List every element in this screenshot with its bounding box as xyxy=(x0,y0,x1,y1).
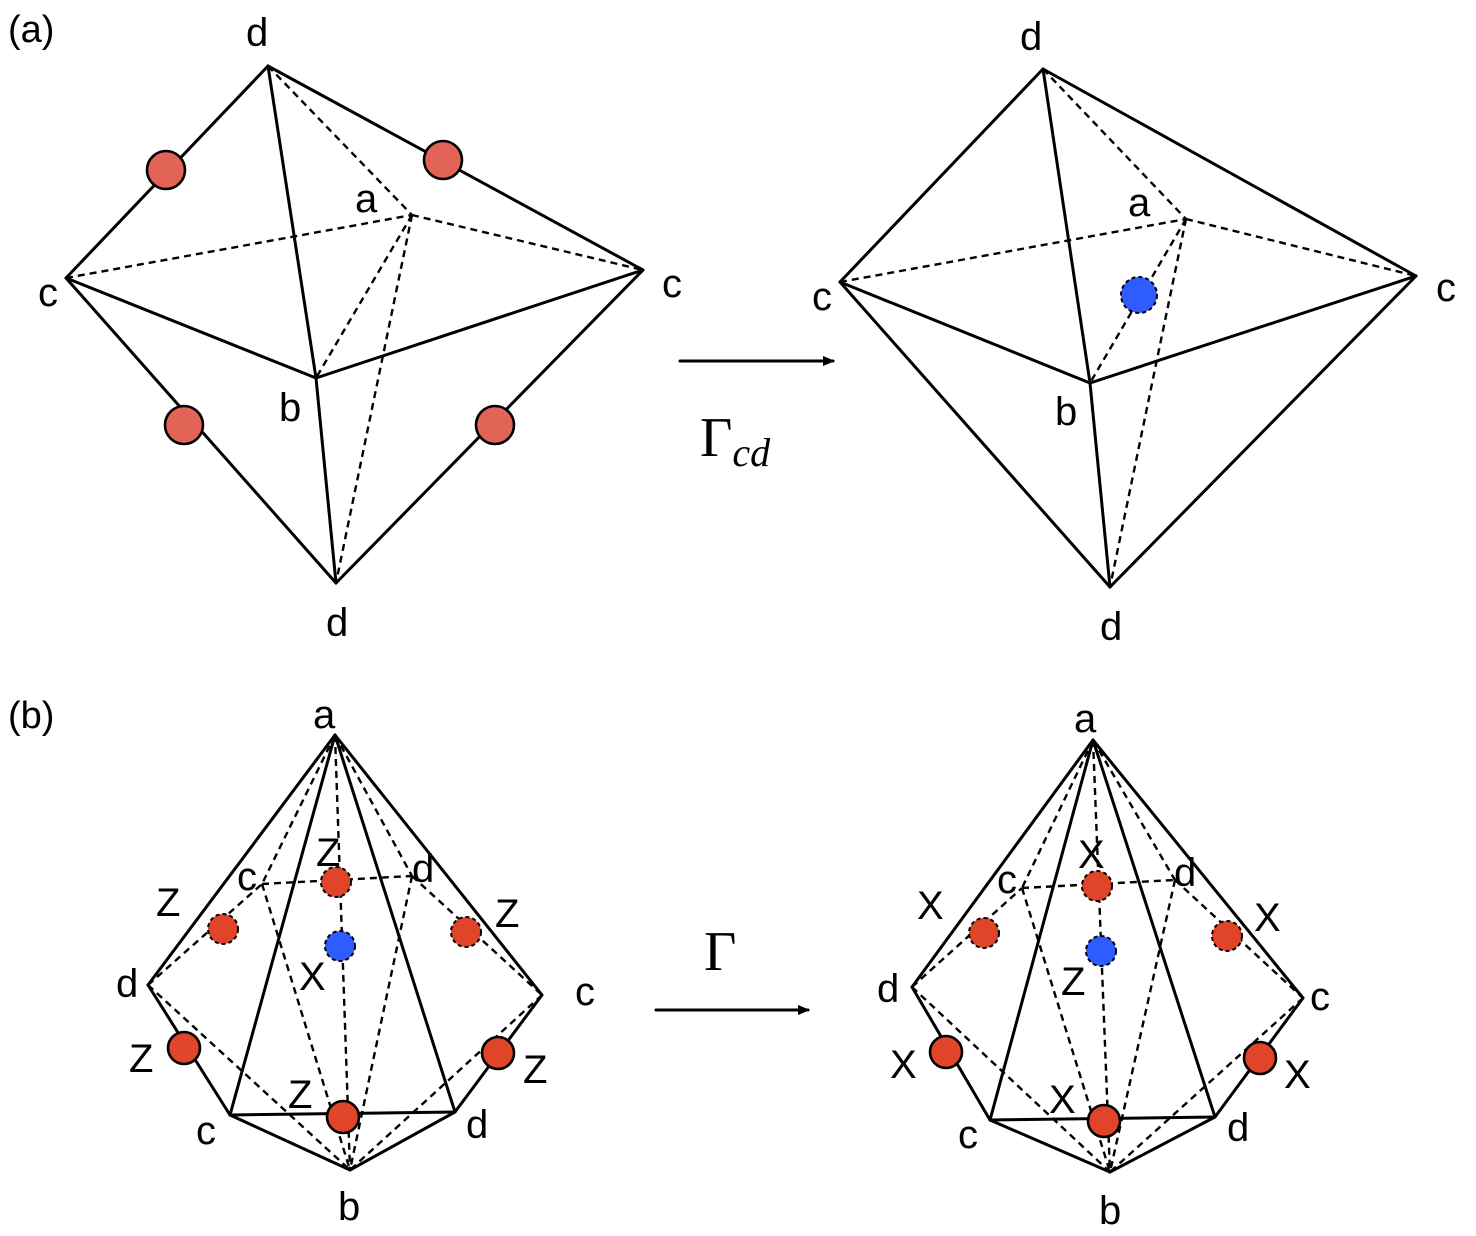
vertex-label-b: b xyxy=(1055,390,1077,434)
site-label: X xyxy=(1078,833,1105,877)
red-site xyxy=(474,404,516,446)
hidden-edges xyxy=(147,734,543,1171)
site-label: X xyxy=(917,884,944,928)
vertex-label-a: a xyxy=(1074,697,1097,741)
octahedron-a-left: d a c c b d xyxy=(38,11,682,645)
vertex-label-d: d xyxy=(877,967,899,1011)
vertex-label-b: b xyxy=(1099,1189,1121,1233)
vertex-label-c: c xyxy=(812,275,832,319)
panel-a-label: (a) xyxy=(8,9,54,51)
vertex-label-c: c xyxy=(997,858,1017,902)
hidden-edges xyxy=(65,65,644,584)
polyhedron-b-right: a c d d c c d b X X X Z X X X xyxy=(877,697,1330,1233)
site-label: Z xyxy=(523,1048,547,1092)
vertex-label-a: a xyxy=(355,177,378,221)
vertex-label-c: c xyxy=(237,855,257,899)
vertex-label-d: d xyxy=(1020,15,1042,59)
vertex-label-a: a xyxy=(1128,181,1151,225)
vertex-label-c: c xyxy=(38,271,58,315)
hidden-edges xyxy=(911,739,1304,1173)
vertex-label-d: d xyxy=(466,1103,488,1147)
site-label: X xyxy=(1284,1053,1311,1097)
hidden-edges xyxy=(839,68,1417,588)
red-site xyxy=(166,1030,202,1066)
operator-gamma-cd: Γcd xyxy=(700,407,771,475)
site-label: Z xyxy=(129,1037,153,1081)
site-label: X xyxy=(890,1043,917,1087)
site-label: Z xyxy=(495,892,519,936)
red-site-hidden xyxy=(450,916,482,948)
site-label: X xyxy=(299,955,326,999)
visible-edges xyxy=(64,64,645,585)
red-site xyxy=(163,404,205,446)
vertex-label-c: c xyxy=(1436,266,1456,310)
panel-b-label: (b) xyxy=(8,695,54,737)
site-label: Z xyxy=(288,1073,312,1117)
site-label: Z xyxy=(156,881,180,925)
vertex-label-d: d xyxy=(412,847,434,891)
vertex-label-c: c xyxy=(575,970,595,1014)
vertex-label-d: d xyxy=(246,11,268,55)
red-site-hidden xyxy=(1211,920,1243,952)
site-label: Z xyxy=(316,831,340,875)
operator-gamma: Γ xyxy=(704,921,736,983)
red-site xyxy=(325,1099,361,1135)
red-site xyxy=(422,139,464,181)
vertex-label-c: c xyxy=(662,262,682,306)
site-label: X xyxy=(1254,896,1281,940)
vertex-label-a: a xyxy=(313,693,336,737)
vertex-label-b: b xyxy=(338,1185,360,1229)
red-site xyxy=(145,149,187,191)
vertex-label-c: c xyxy=(196,1109,216,1153)
vertex-label-d: d xyxy=(1100,605,1122,649)
red-site-hidden xyxy=(207,913,239,945)
vertex-label-d: d xyxy=(326,601,348,645)
red-site xyxy=(480,1035,516,1071)
blue-site xyxy=(324,930,356,962)
visible-edges xyxy=(838,67,1418,589)
vertex-label-c: c xyxy=(1310,975,1330,1019)
red-site-hidden xyxy=(1081,870,1113,902)
vertex-label-c: c xyxy=(958,1113,978,1157)
red-site-hidden xyxy=(320,866,352,898)
vertex-label-d: d xyxy=(1174,851,1196,895)
site-label: Z xyxy=(1061,960,1085,1004)
site-label: X xyxy=(1049,1078,1076,1122)
polyhedron-b-left: a c d d c c d b Z Z Z X Z Z Z xyxy=(116,693,595,1229)
blue-site xyxy=(1120,276,1158,314)
red-site xyxy=(1086,1103,1122,1139)
vertex-label-b: b xyxy=(279,386,301,430)
red-site xyxy=(1242,1040,1278,1076)
vertex-label-d: d xyxy=(1227,1106,1249,1150)
blue-site xyxy=(1085,935,1117,967)
red-site-hidden xyxy=(968,917,1000,949)
octahedron-a-right: d a c c b d xyxy=(812,15,1456,649)
red-site xyxy=(928,1034,964,1070)
vertex-label-d: d xyxy=(116,962,138,1006)
